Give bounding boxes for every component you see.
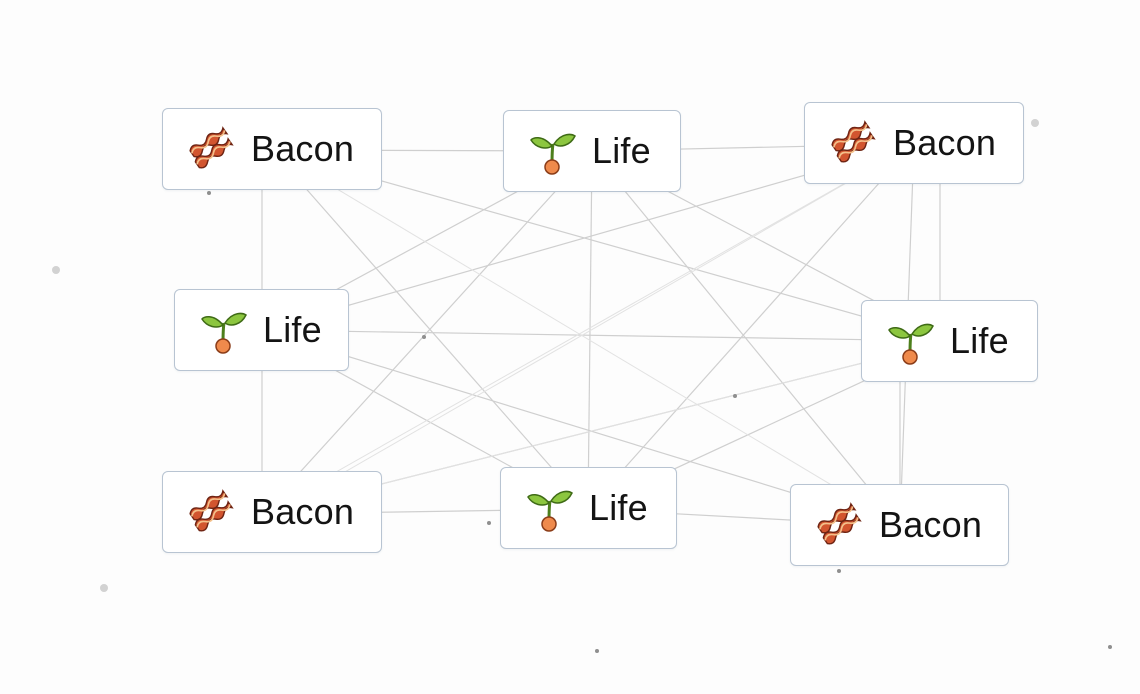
seedling-icon	[201, 312, 247, 354]
seedling-icon	[527, 490, 573, 532]
background-dot	[1108, 645, 1112, 649]
background-dot	[487, 521, 491, 525]
element-label: Bacon	[251, 128, 355, 169]
element-tile-life[interactable]: Life	[500, 467, 677, 549]
element-label: Bacon	[251, 491, 355, 532]
background-dot	[733, 394, 737, 398]
element-label: Bacon	[879, 504, 983, 545]
background-dot	[207, 191, 211, 195]
bacon-icon	[817, 502, 862, 545]
background-dot	[1031, 119, 1039, 127]
bacon-icon	[189, 126, 234, 169]
element-tile-bacon[interactable]: Bacon	[162, 471, 382, 553]
element-label: Life	[263, 309, 322, 350]
element-tile-life[interactable]: Life	[861, 300, 1038, 382]
seedling-icon	[530, 133, 576, 175]
element-tile-life[interactable]: Life	[174, 289, 349, 371]
element-label: Life	[592, 130, 651, 171]
element-tile-bacon[interactable]: Bacon	[790, 484, 1009, 566]
background-dot	[52, 266, 60, 274]
element-label: Bacon	[893, 122, 997, 163]
background-dot	[595, 649, 599, 653]
element-label: Life	[950, 320, 1009, 361]
seedling-icon	[888, 323, 934, 365]
background-dot	[100, 584, 108, 592]
background-dot	[422, 335, 426, 339]
element-tile-life[interactable]: Life	[503, 110, 681, 192]
bacon-icon	[189, 489, 234, 532]
element-label: Life	[589, 487, 648, 528]
element-tile-bacon[interactable]: Bacon	[804, 102, 1024, 184]
bacon-icon	[831, 120, 876, 163]
element-tile-bacon[interactable]: Bacon	[162, 108, 382, 190]
background-dot	[837, 569, 841, 573]
